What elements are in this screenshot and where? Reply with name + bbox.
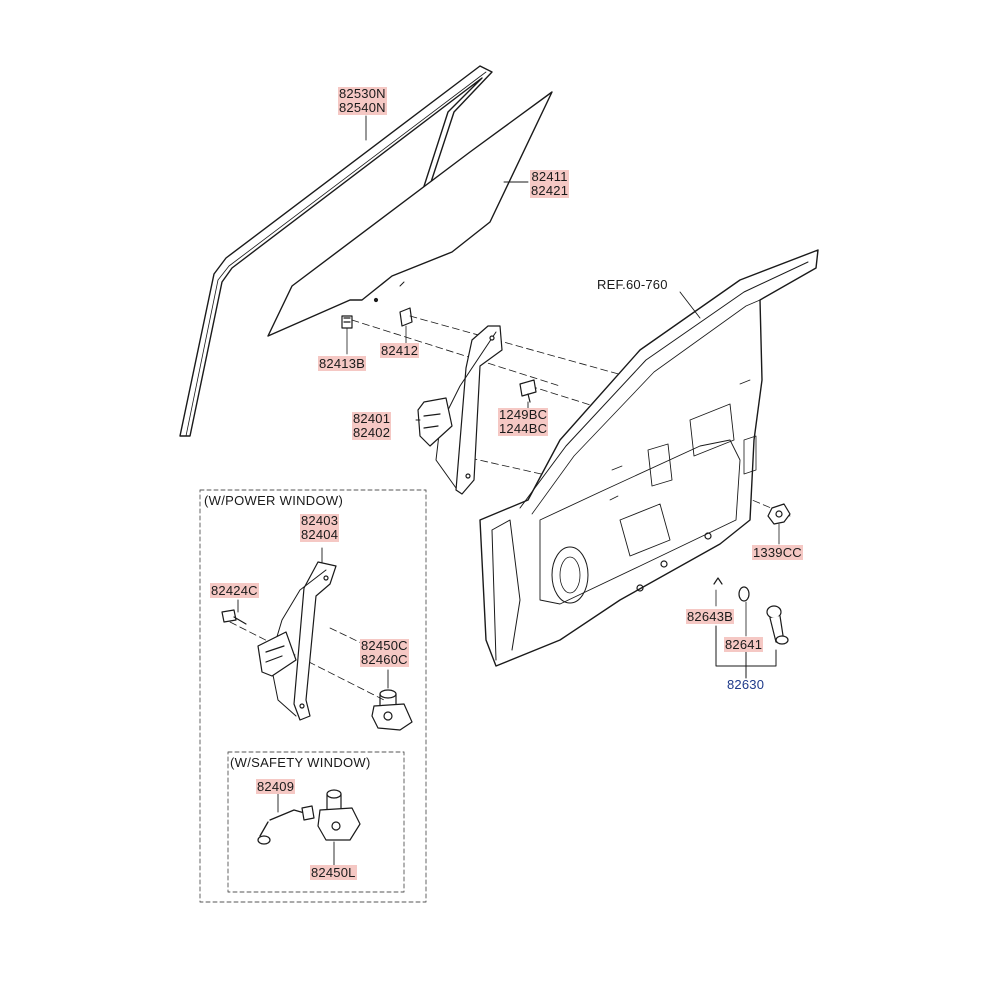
window-handle-drawing bbox=[766, 605, 789, 645]
handle-clip-drawing bbox=[713, 577, 723, 607]
glass-clip-drawing bbox=[341, 315, 353, 355]
glass-bracket-drawing bbox=[399, 307, 413, 345]
label-glass-clip[interactable]: 82413B bbox=[318, 356, 367, 371]
part-82402[interactable]: 82402 bbox=[352, 425, 392, 440]
sw-harness-drawing bbox=[257, 805, 315, 845]
label-glass[interactable]: 82411 82421 bbox=[530, 169, 570, 198]
label-sw-harness[interactable]: 82409 bbox=[256, 779, 296, 794]
regulator-bolt-drawing bbox=[519, 379, 537, 403]
door-panel-drawing bbox=[479, 249, 819, 667]
label-nut[interactable]: 1339CC bbox=[752, 545, 803, 560]
part-82403[interactable]: 82403 bbox=[300, 513, 340, 528]
label-sw-motor[interactable]: 82450L bbox=[310, 865, 357, 880]
part-82630[interactable]: 82630 bbox=[727, 677, 765, 692]
label-pw-motor[interactable]: 82450C 82460C bbox=[360, 639, 409, 667]
part-82641[interactable]: 82641 bbox=[724, 637, 764, 652]
label-handle-washer[interactable]: 82641 bbox=[724, 637, 764, 652]
part-82412[interactable]: 82412 bbox=[380, 343, 420, 358]
part-82421[interactable]: 82421 bbox=[530, 183, 570, 198]
label-pw-regulator[interactable]: 82403 82404 bbox=[300, 513, 340, 542]
part-82530N[interactable]: 82530N bbox=[338, 86, 387, 101]
label-handle-clip[interactable]: 82643B bbox=[686, 609, 735, 624]
part-82450L[interactable]: 82450L bbox=[310, 865, 357, 880]
nut-drawing bbox=[767, 503, 791, 545]
part-82450C[interactable]: 82450C bbox=[360, 638, 409, 653]
label-power-window: (W/POWER WINDOW) bbox=[204, 494, 343, 508]
label-ref[interactable]: REF.60-760 bbox=[596, 278, 669, 292]
part-82413B[interactable]: 82413B bbox=[318, 356, 367, 371]
part-82424C[interactable]: 82424C bbox=[210, 583, 259, 598]
ref-60-760[interactable]: REF.60-760 bbox=[597, 277, 668, 292]
part-82404[interactable]: 82404 bbox=[300, 527, 340, 542]
part-82411[interactable]: 82411 bbox=[530, 169, 569, 184]
part-82401[interactable]: 82401 bbox=[352, 411, 392, 426]
handle-washer-drawing bbox=[738, 586, 750, 637]
power-window-title: (W/POWER WINDOW) bbox=[204, 493, 344, 508]
label-bolt[interactable]: 1249BC 1244BC bbox=[498, 407, 549, 436]
sw-motor-drawing bbox=[317, 789, 361, 841]
label-glass-bracket[interactable]: 82412 bbox=[380, 343, 420, 358]
power-window-box bbox=[199, 489, 427, 903]
pw-regulator-drawing bbox=[257, 561, 337, 721]
pw-bolt-drawing bbox=[221, 609, 247, 625]
part-82409[interactable]: 82409 bbox=[256, 779, 296, 794]
safety-window-box bbox=[227, 751, 405, 893]
pw-motor-drawing bbox=[371, 689, 413, 731]
label-channel[interactable]: 82530N 82540N bbox=[338, 87, 387, 115]
safety-window-title: (W/SAFETY WINDOW) bbox=[230, 755, 371, 770]
part-82460C[interactable]: 82460C bbox=[360, 652, 409, 667]
handle-assy-bracket bbox=[715, 625, 777, 679]
part-1249BC[interactable]: 1249BC bbox=[498, 407, 549, 422]
label-pw-bolt[interactable]: 82424C bbox=[210, 583, 259, 598]
label-safety-window: (W/SAFETY WINDOW) bbox=[230, 756, 371, 770]
part-82540N[interactable]: 82540N bbox=[338, 100, 387, 115]
door-glass-drawing bbox=[267, 91, 553, 337]
part-1244BC[interactable]: 1244BC bbox=[498, 421, 549, 436]
regulator-drawing bbox=[417, 325, 503, 495]
part-82643B[interactable]: 82643B bbox=[686, 609, 735, 624]
label-handle-assy[interactable]: 82630 bbox=[726, 678, 765, 692]
part-1339CC[interactable]: 1339CC bbox=[752, 545, 803, 560]
label-regulator[interactable]: 82401 82402 bbox=[352, 411, 392, 440]
